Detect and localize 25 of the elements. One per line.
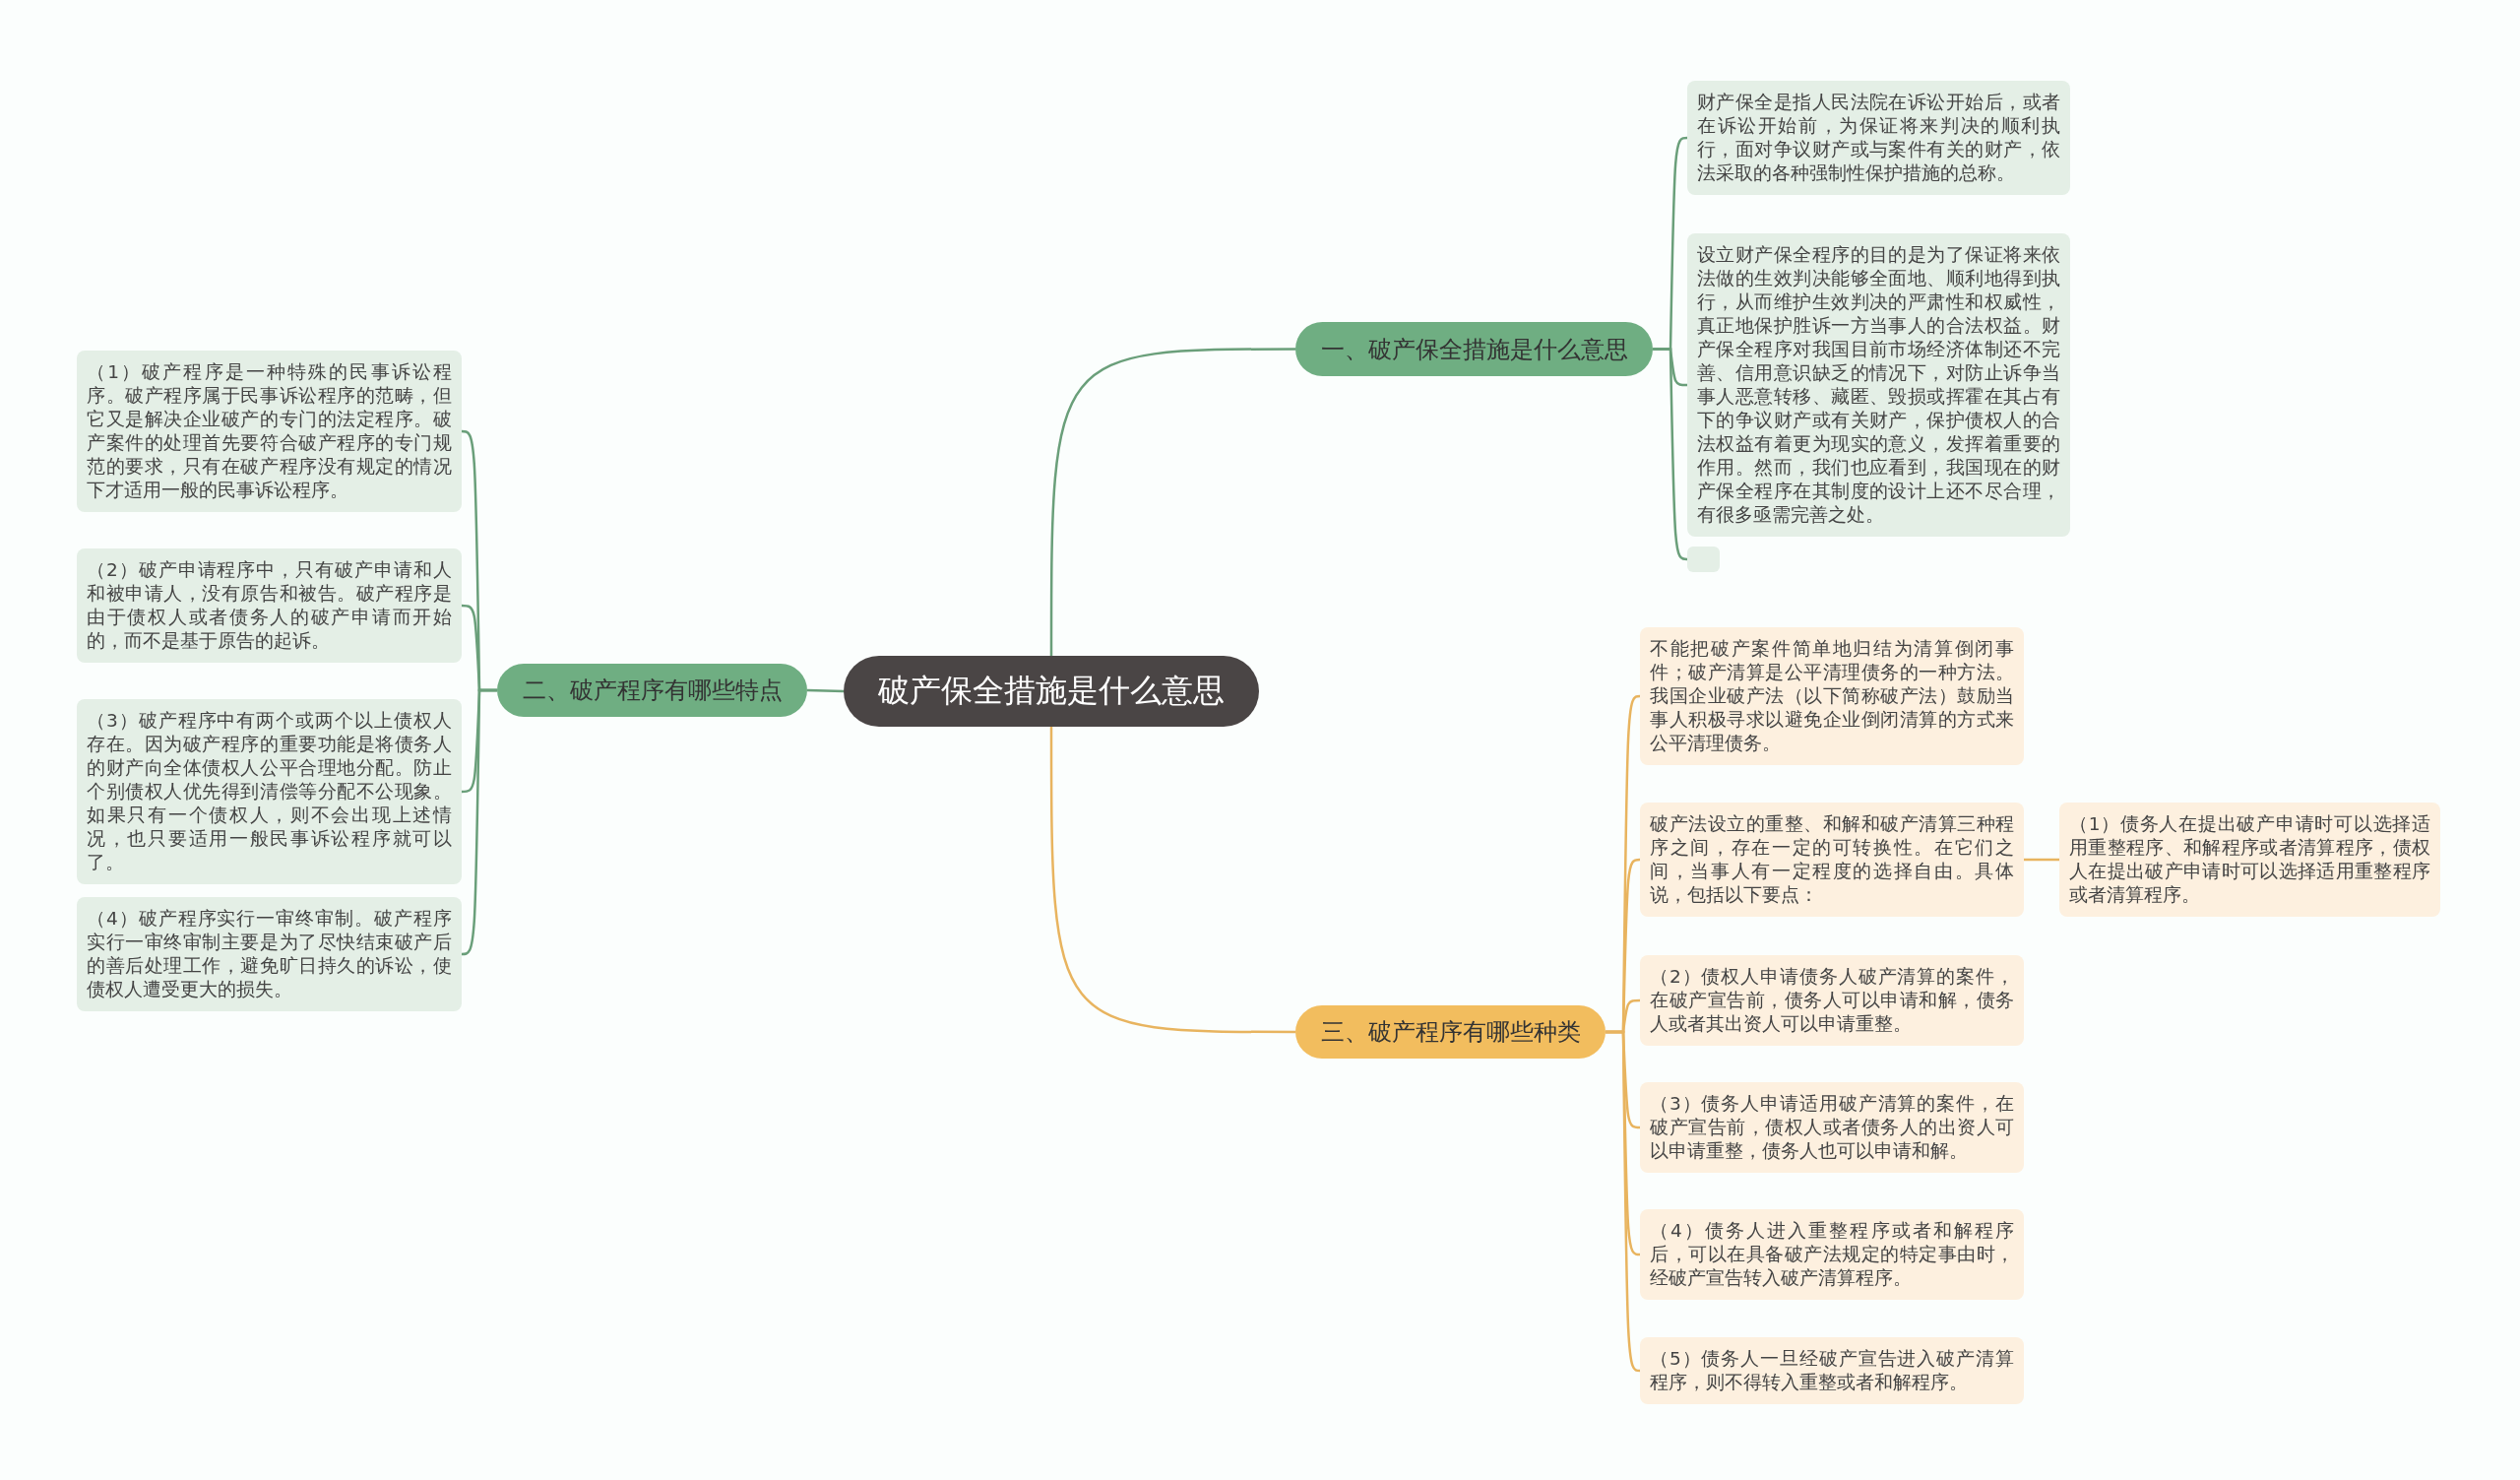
text-box: （1）债务人在提出破产申请时可以选择适用重整程序、和解程序或者清算程序，债权人在提出破产申请时可以选择适用重整程序或者清算程序。: [2059, 803, 2440, 917]
text-box: （2）债权人申请债务人破产清算的案件，在破产宣告前，债务人可以申请和解，债务人或者其出资人可以申请重整。: [1640, 955, 2024, 1046]
empty-box: [1687, 547, 1720, 572]
text-box: （3）债务人申请适用破产清算的案件，在破产宣告前，债权人或者债务人的出资人可以申请重整，债务人也可以申请和解。: [1640, 1082, 2024, 1173]
branch-topic: 二、破产程序有哪些特点: [497, 664, 807, 717]
text-box: （1）破产程序是一种特殊的民事诉讼程序。破产程序属于民事诉讼程序的范畴，但它又是解决企业破产的专门的法定程序。破产案件的处理首先要符合破产程序的专门规范的要求，只有在破产程序没有规定的情况下才适用一般的民事诉讼程序。: [77, 351, 462, 512]
text-box: 不能把破产案件简单地归结为清算倒闭事件；破产清算是公平清理债务的一种方法。我国企业破产法（以下简称破产法）鼓励当事人积极寻求以避免企业倒闭清算的方式来公平清理债务。: [1640, 627, 2024, 765]
text-box: （4）破产程序实行一审终审制。破产程序实行一审终审制主要是为了尽快结束破产后的善后处理工作，避免旷日持久的诉讼，使债权人遭受更大的损失。: [77, 897, 462, 1011]
connector-line: [2024, 858, 2059, 862]
text-box: 财产保全是指人民法院在诉讼开始后，或者在诉讼开始前，为保证将来判决的顺利执行，面对争议财产或与案件有关的财产，依法采取的各种强制性保护措施的总称。: [1687, 81, 2070, 195]
connector-line: [1606, 1030, 1641, 1373]
connector-line: [806, 688, 845, 693]
connector-line: [1049, 727, 1295, 1034]
branch-topic: 三、破产程序有哪些种类: [1295, 1005, 1606, 1059]
text-box: （2）破产申请程序中，只有破产申请和人和被申请人，没有原告和被告。破产程序是由于债权人或者债务人的破产申请而开始的，而不是基于原告的起诉。: [77, 548, 462, 663]
text-box: （3）破产程序中有两个或两个以上债权人存在。因为破产程序的重要功能是将债务人的财产向全体债权人公平合理地分配。防止个别债权人优先得到清偿等分配不公现象。如果只有一个债权人，则不会出现上述情况，也只要适用一般民事诉讼程序就可以了。: [77, 699, 462, 884]
connector-line: [1049, 348, 1295, 656]
connector-line: [1653, 348, 1688, 561]
branch-topic: 一、破产保全措施是什么意思: [1295, 322, 1653, 376]
central-topic: 破产保全措施是什么意思: [844, 656, 1259, 727]
connector-line: [461, 688, 497, 956]
text-box: 设立财产保全程序的目的是为了保证将来依法做的生效判决能够全面地、顺利地得到执行，从而维护生效判决的严肃性和权威性，真正地保护胜诉一方当事人的合法权益。财产保全程序对我国目前市场经济体制还不完善、信用意识缺乏的情况下，对防止诉争当事人恶意转移、藏匿、毁损或挥霍在其占有下的争议财产或有关财产，保护债权人的合法权益有着更为现实的意义，发挥着重要的作用。然而，我们也应看到，我国现在的财产保全程序在其制度的设计上还不尽合理，有很多亟需完善之处。: [1687, 233, 2070, 537]
text-box: （5）债务人一旦经破产宣告进入破产清算程序，则不得转入重整或者和解程序。: [1640, 1337, 2024, 1404]
text-box: 破产法设立的重整、和解和破产清算三种程序之间，存在一定的可转换性。在它们之间，当事人有一定程度的选择自由。具体说，包括以下要点：: [1640, 803, 2024, 917]
text-box: （4）债务人进入重整程序或者和解程序后，可以在具备破产法规定的特定事由时，经破产宣告转入破产清算程序。: [1640, 1209, 2024, 1300]
